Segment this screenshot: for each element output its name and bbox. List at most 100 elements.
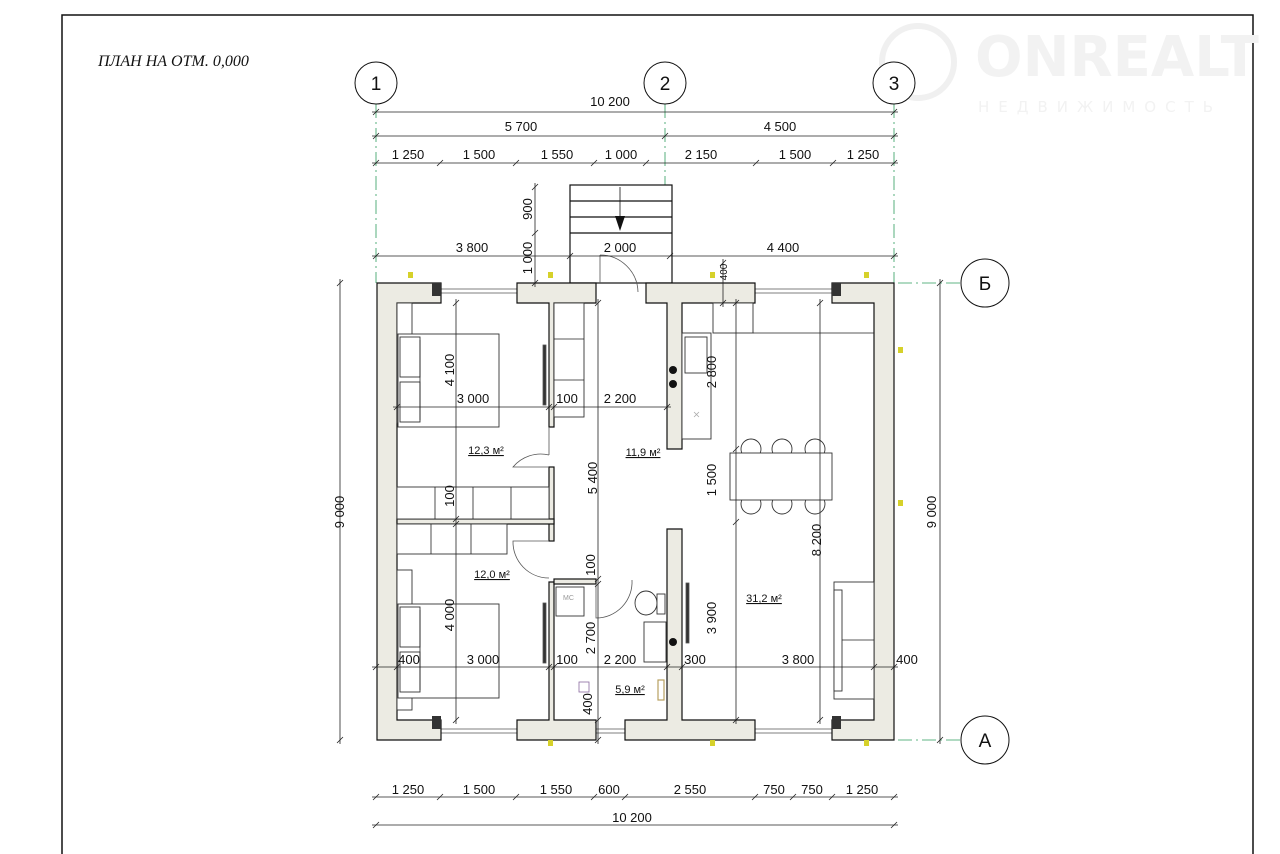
- dim-top-chain: 2 150: [685, 147, 718, 162]
- column: [432, 283, 441, 296]
- room-area-bathroom: 5,9 м²: [615, 684, 645, 696]
- walls: [376, 282, 895, 741]
- dim-interior: 2 200: [604, 391, 637, 406]
- dim-interior: 4 000: [442, 599, 457, 632]
- dimension-line: [372, 663, 380, 671]
- dimension-line: [372, 793, 380, 801]
- dimension-line: [936, 279, 944, 287]
- stove-icon: [684, 336, 708, 374]
- wall-north-pier-1: [516, 282, 597, 428]
- column: [832, 283, 841, 296]
- dim-interior: 400: [580, 693, 595, 715]
- dimension-line: [661, 132, 669, 140]
- sofa: [833, 581, 875, 700]
- dim-bottom-chain: 600: [598, 782, 620, 797]
- dimension-line: [566, 252, 574, 260]
- dimension-line: [890, 793, 898, 801]
- dimension-line: [550, 663, 558, 671]
- dimension-line: [816, 299, 824, 307]
- dimension-labels: 10 200 5 700 4 500 1 250 1 500 1 550 1 0…: [332, 94, 939, 825]
- wall-north-pier-2: [645, 282, 756, 450]
- dimension-line: [594, 580, 602, 588]
- dimension-line: [452, 520, 460, 528]
- dim-top-left: 5 700: [505, 119, 538, 134]
- dimension-lines: [336, 108, 944, 829]
- dimension-line: [512, 793, 520, 801]
- bed-2: [396, 569, 500, 711]
- axis-markers: 1 2 3 Б А: [354, 61, 1010, 765]
- dim-top-right: 4 500: [764, 119, 797, 134]
- dimension-line: [719, 259, 727, 267]
- dim-top-chain: 1 500: [779, 147, 812, 162]
- dim-interior: 2 200: [604, 652, 637, 667]
- dim-bottom-chain: 750: [763, 782, 785, 797]
- dimension-line: [372, 821, 380, 829]
- dimension-line: [594, 716, 602, 724]
- dim-bottom-chain: 2 550: [674, 782, 707, 797]
- dim-bottom-chain: 1 250: [392, 782, 425, 797]
- stairs-down-arrow-icon: [615, 216, 625, 231]
- dimension-line: [678, 663, 686, 671]
- axis-2-label: 2: [660, 74, 671, 95]
- dim-interior: 100: [442, 485, 457, 507]
- doors: [512, 254, 690, 664]
- dimension-line: [732, 299, 740, 307]
- dim-top-chain: 1 250: [847, 147, 880, 162]
- room-area-living: 31,2 м²: [746, 593, 782, 605]
- dim-interior: 2 800: [704, 356, 719, 389]
- dimension-line: [752, 159, 760, 167]
- dimension-line: [789, 793, 797, 801]
- dimension-line: [436, 159, 444, 167]
- dim-interior: 100: [583, 554, 598, 576]
- plan-title: ПЛАН НА ОТМ. 0,000: [97, 53, 249, 70]
- dimension-line: [436, 793, 444, 801]
- dim-top-row2: 4 400: [767, 240, 800, 255]
- wall-between-bedrooms: [396, 518, 555, 525]
- dimension-line: [545, 403, 553, 411]
- dim-interior: 2 700: [583, 622, 598, 655]
- dimension-line: [372, 252, 380, 260]
- dim-porch-1000: 1 000: [520, 242, 535, 275]
- dim-top-chain: 1 500: [463, 147, 496, 162]
- dim-interior: 3 800: [782, 652, 815, 667]
- dim-top-chain: 1 250: [392, 147, 425, 162]
- dimension-line: [336, 736, 344, 744]
- drawing-frame: [61, 14, 1254, 854]
- dim-interior: 5 400: [585, 462, 600, 495]
- bathroom-fixtures: МС: [555, 586, 677, 701]
- room-area-hall: 11,9 м²: [626, 447, 661, 459]
- dim-total-top: 10 200: [590, 94, 630, 109]
- washer-label: МС: [563, 595, 574, 602]
- sink-icon: [643, 621, 667, 663]
- dim-interior: 3 000: [467, 652, 500, 667]
- dim-interior: 1 500: [704, 464, 719, 497]
- watermark-subtitle: НЕДВИЖИМОСТЬ: [978, 98, 1222, 116]
- dimension-line: [594, 299, 602, 307]
- dim-interior: 100: [556, 391, 578, 406]
- dim-interior: 300: [684, 652, 706, 667]
- dimension-line: [452, 299, 460, 307]
- dimension-line: [531, 229, 539, 237]
- dimension-line: [890, 821, 898, 829]
- dimension-line: [666, 252, 674, 260]
- dim-total-bottom: 10 200: [612, 810, 652, 825]
- counter-cross-mark: [693, 411, 700, 418]
- dimension-line: [828, 793, 836, 801]
- watermark-logo-icon: [879, 23, 957, 101]
- dim-interior: 8 200: [809, 524, 824, 557]
- dim-side-right: 9 000: [924, 496, 939, 529]
- dim-top-row2: 2 000: [604, 240, 637, 255]
- dimension-line: [890, 663, 898, 671]
- kitchen-counter: [669, 302, 874, 440]
- dimension-line: [732, 716, 740, 724]
- dimension-line: [452, 515, 460, 523]
- dimension-line: [550, 403, 558, 411]
- dimension-line: [372, 108, 380, 116]
- axis-A-label: А: [979, 731, 992, 752]
- dimension-line: [890, 132, 898, 140]
- dim-interior: 3 900: [704, 602, 719, 635]
- dim-interior: 3 000: [457, 391, 490, 406]
- dim-interior: 400: [896, 652, 918, 667]
- bed-1: [396, 302, 500, 428]
